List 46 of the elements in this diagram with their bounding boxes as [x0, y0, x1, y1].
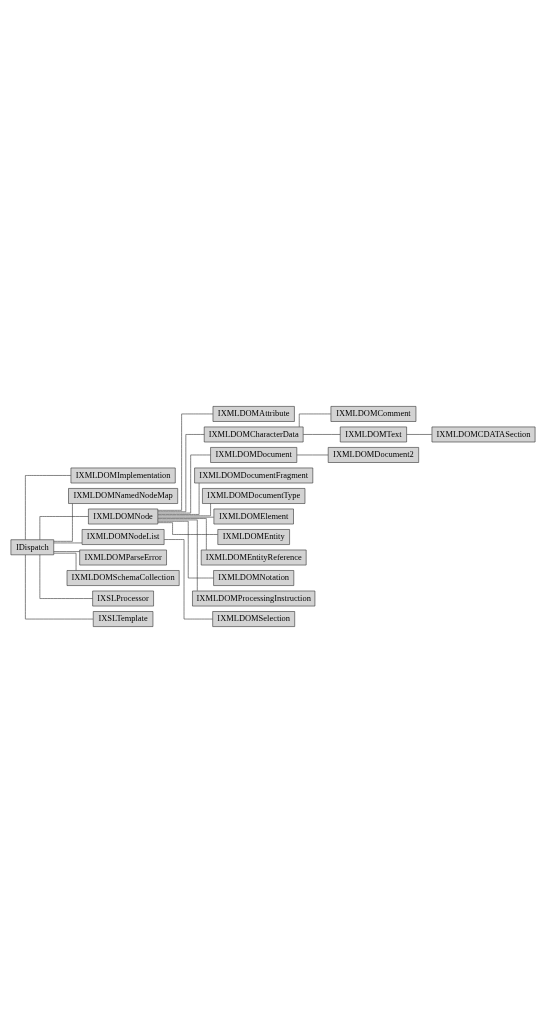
- node-box: IXMLDOMDocumentType: [202, 487, 306, 504]
- node-box: IXMLDOMProcessingInstruction: [192, 590, 316, 606]
- node-box: IXMLDOMAttribute: [212, 405, 295, 422]
- connector: [157, 520, 214, 578]
- node-box: IXMLDOMCDATASection: [431, 426, 536, 442]
- connector: [302, 433, 341, 435]
- connector: [157, 482, 200, 515]
- node-box: IXMLDOMDocument2: [327, 446, 419, 463]
- node-box: IXMLDOMSchemaCollection: [66, 569, 180, 586]
- connector: [163, 538, 213, 619]
- connector: [25, 474, 72, 540]
- node-box: IXMLDOMNamedNodeMap: [68, 487, 178, 504]
- node-box: IXMLDOMParseError: [79, 549, 167, 565]
- node-box: IXMLDOMElement: [213, 508, 294, 524]
- connector: [157, 502, 211, 516]
- node-box: IXMLDOMNodeList: [81, 528, 165, 545]
- node-box: IXMLDOMDocumentFragment: [194, 467, 314, 483]
- node-box: IXMLDOMCharacterData: [203, 426, 304, 442]
- node-box: IXMLDOMText: [339, 426, 407, 442]
- connector: [39, 515, 89, 540]
- connector: [157, 413, 214, 511]
- connector: [39, 554, 93, 599]
- connector: [406, 433, 433, 435]
- node-box: IXMLDOMNotation: [213, 569, 295, 586]
- node-box: IXMLDOMEntityReference: [200, 549, 307, 565]
- node-box: IXMLDOMDocument: [210, 446, 298, 463]
- node-box: IDispatch: [10, 538, 55, 555]
- connector: [298, 413, 331, 427]
- node-box: IXSLProcessor: [92, 590, 154, 606]
- node-box: IXSLTemplate: [92, 610, 154, 627]
- node-box: IXMLDOMSelection: [212, 610, 296, 627]
- connector: [53, 550, 80, 552]
- connector: [53, 502, 73, 542]
- connector: [157, 521, 218, 535]
- connector: [157, 516, 214, 517]
- node-box: IXMLDOMComment: [330, 405, 417, 422]
- connector: [157, 517, 207, 550]
- connector: [25, 554, 94, 619]
- connector: [157, 433, 205, 512]
- connector: [157, 519, 198, 591]
- node-box: IXMLDOMNode: [88, 508, 159, 524]
- connector: [157, 454, 211, 513]
- node-box: IXMLDOMImplementation: [70, 467, 176, 483]
- connector: [53, 552, 77, 571]
- node-box: IXMLDOMEntity: [217, 528, 290, 545]
- connector: [53, 542, 83, 543]
